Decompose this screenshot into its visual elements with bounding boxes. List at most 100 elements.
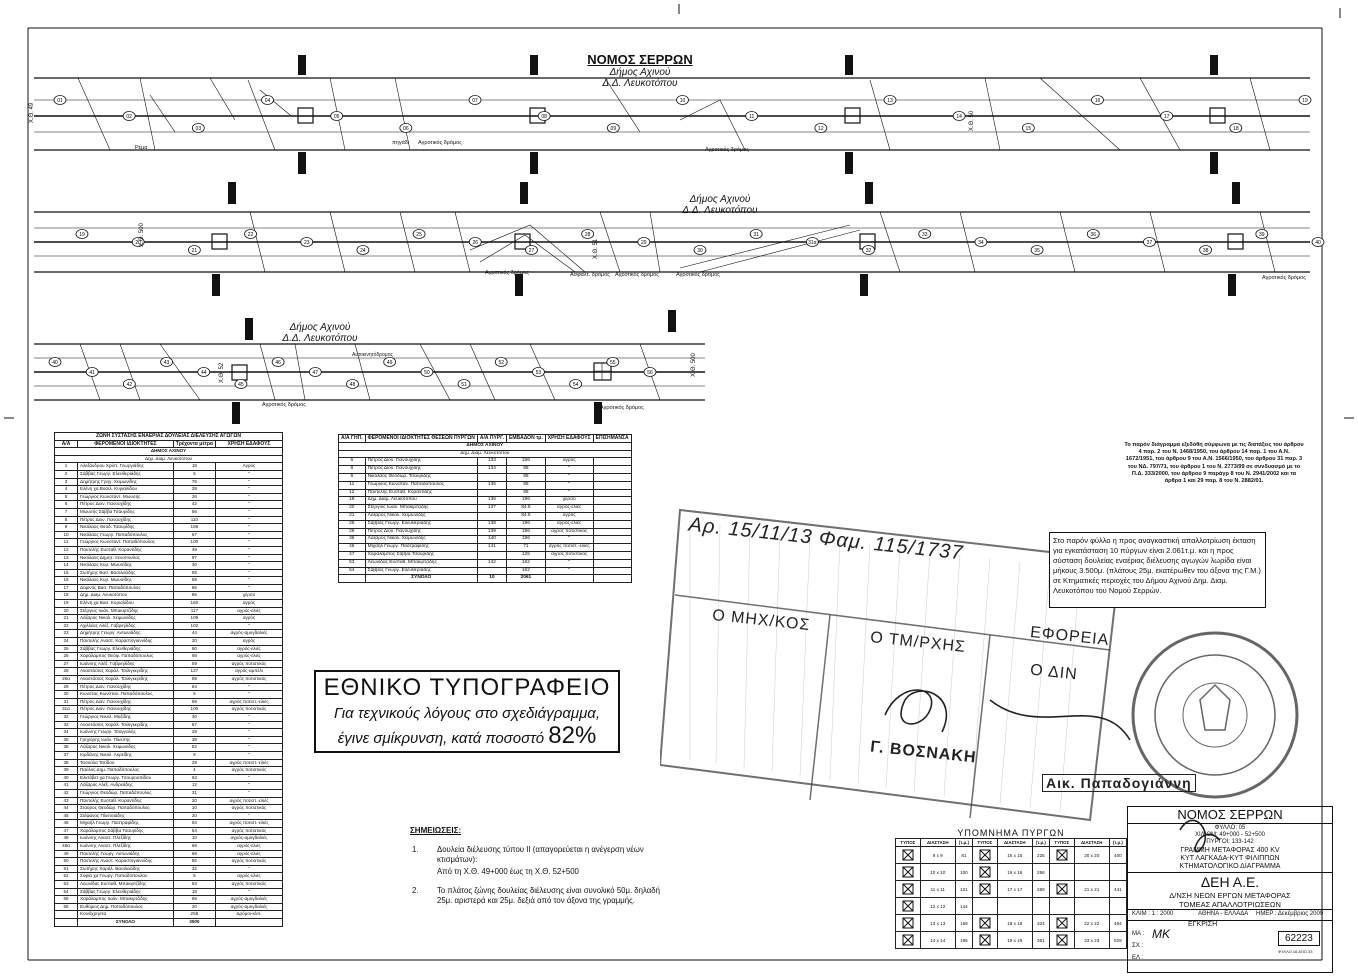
legend-area: 121 (954, 880, 973, 898)
cell-aa: 51 (54, 864, 78, 874)
cell-aa: 43 (54, 796, 78, 806)
tower-type-icon (971, 914, 998, 932)
cell-meters: 59 (172, 576, 217, 585)
parcel-number: 39 (1259, 232, 1265, 238)
cell-use: αγρός-ελιές (215, 652, 283, 661)
parcel-number: 19 (79, 232, 85, 238)
parcel-circle (412, 229, 426, 239)
parcel-circle (1086, 229, 1100, 239)
cell-aa: 32 (54, 712, 78, 722)
parcel-marker: 22 (244, 229, 257, 239)
cell-aa: 8 (338, 465, 366, 474)
legend-col-area: (τ.μ.) (954, 838, 973, 847)
parcel-number: 44 (201, 370, 207, 376)
cell-meters: 127 (172, 667, 217, 676)
cell-meters: 12 (172, 781, 217, 790)
parcel-marker: 23 (300, 237, 314, 247)
cell-owner: Πέτρος Διον. Γιανουχίδης (77, 682, 174, 692)
cell-aa: 11 (54, 538, 78, 547)
parcel-circle (1143, 237, 1156, 247)
cell-remarks (592, 527, 632, 537)
legend-col-dim: ΔΙΑΣΤΑΣΗ (996, 838, 1033, 847)
parcel-circle (122, 379, 136, 389)
cell-area: 98 (506, 465, 546, 474)
note-text: Δουλεία διέλευσης τύπου ΙΙ (απαγορεύεται… (437, 845, 644, 854)
parcel-circle (749, 229, 763, 239)
tb-date: ΗΜΕΡ : Δεκέμβριος 2009 (1256, 911, 1324, 917)
parcel-marker: 51 (457, 379, 471, 389)
parcel-marker: 53 (532, 367, 545, 377)
tb-line-route: ΚΥΤ ΛΑΓΚΑΔΑ-ΚΥΤ ΦΙΛΙΠΠΩΝ (1180, 855, 1280, 862)
parcel-circle (399, 123, 413, 133)
cell-meters: 82 (172, 743, 217, 752)
parcel-number: 49 (387, 360, 393, 366)
cell-aa: 21 (54, 614, 78, 623)
cell-use: αγρός ποτιστικός (215, 804, 283, 813)
cell-use: αγρός ποτιστικός (215, 857, 283, 866)
cell-meters: 20 (172, 796, 217, 806)
cell-remarks (592, 566, 632, 576)
owners-table-title: ΖΩΝΗ ΣΥΣΤΑΣΗΣ ΕΝΑΕΡΙΑΣ ΔΟΥΛΕΙΑΣ ΔΙΕΛΕΥΣΗ… (54, 432, 283, 441)
tb-number: 62223 (1278, 931, 1320, 946)
parcel-number: 52 (498, 360, 504, 366)
cell-meters: 83 (172, 880, 217, 889)
cell-use: αγρός ποτιστικός (215, 659, 283, 669)
parcel-number: 45 (238, 382, 244, 388)
tb-section: ΤΟΜΕΑΣ ΑΠΑΛΛΟΤΡΙΩΣΕΩΝ (1179, 900, 1281, 909)
cell-owner: Σάββας Γεωργ. Ελευθεριάδης (77, 644, 174, 654)
cell-aa: 54 (54, 887, 78, 897)
parcel-circle (581, 229, 595, 239)
legal-basis-text: Το παρόν διάγραμμα εξεδόθη σύμφωνα με τι… (1124, 442, 1304, 485)
cell-use: " (215, 576, 283, 585)
parcel-marker: 50 (420, 367, 434, 377)
cell-meters: 258 (172, 910, 217, 919)
cell-owner: Δημ. Διαμ. Λευκοτόπου (364, 496, 478, 506)
cell-use: αγρός ποτιστικός (544, 550, 594, 560)
cell-use: αγρός-αμυγδαλιές (215, 902, 283, 912)
note-text: Το πλάτος ζώνης δουλείας διέλευσης είναι… (437, 886, 660, 895)
parcel-marker: 25 (412, 229, 426, 239)
parcel-number: 36 (1090, 232, 1096, 238)
cell-owner: Γεώργιος Κωνσταν. Παπαδόπουλος (364, 480, 478, 490)
cell-aa: 37 (54, 750, 78, 760)
cell-aa: 3 (54, 477, 78, 487)
cell-use: αγρός ποτιστ.-ελιές (215, 819, 283, 828)
parcel-circle (346, 379, 359, 389)
tb-prefecture: ΝΟΜΟΣ ΣΕΡΡΩΝ (1177, 807, 1283, 822)
note-number: 2. (412, 886, 419, 895)
parcel-circle (468, 237, 482, 247)
tb-company: ΔΕΗ Α.Ε. (1200, 874, 1260, 890)
road-annotation: Αγροτικός δρόμος (418, 140, 462, 146)
parcel-number: 30 (697, 248, 703, 254)
parcel-circle (48, 357, 62, 367)
cell-owner: Πέτρος Διον. Γιανουχίδης (364, 465, 478, 474)
cell-owner: Χαράλαμπος Ιωάν. Μπακιρτζίδης (77, 895, 174, 904)
parcel-number: 33 (922, 232, 928, 238)
parcel-marker: 34 (974, 237, 988, 247)
cell-aa: 4 (54, 485, 78, 494)
parcel-circle (805, 237, 819, 247)
cell-area: 196 (506, 496, 546, 506)
parcel-marker: 12 (814, 123, 828, 133)
cell-meters: 102 (172, 621, 217, 631)
cell-area: 84.5 (506, 504, 546, 513)
legend-dim (1073, 863, 1110, 881)
cell-meters: 67 (172, 720, 217, 730)
cell-meters: 110 (172, 515, 217, 525)
cell-owner: Λεωνίδας Ευσταθ. Μπακιρτζίδης (77, 880, 174, 889)
cell-aa: 47 (54, 826, 78, 836)
tower-type-icon (1048, 846, 1075, 864)
chainage-label: Χ.Θ. 49 (29, 102, 36, 124)
col-owner: ΦΕΡΟΜΕΝΟΙ ΙΔΙΟΚΤΗΤΕΣ (77, 439, 174, 449)
